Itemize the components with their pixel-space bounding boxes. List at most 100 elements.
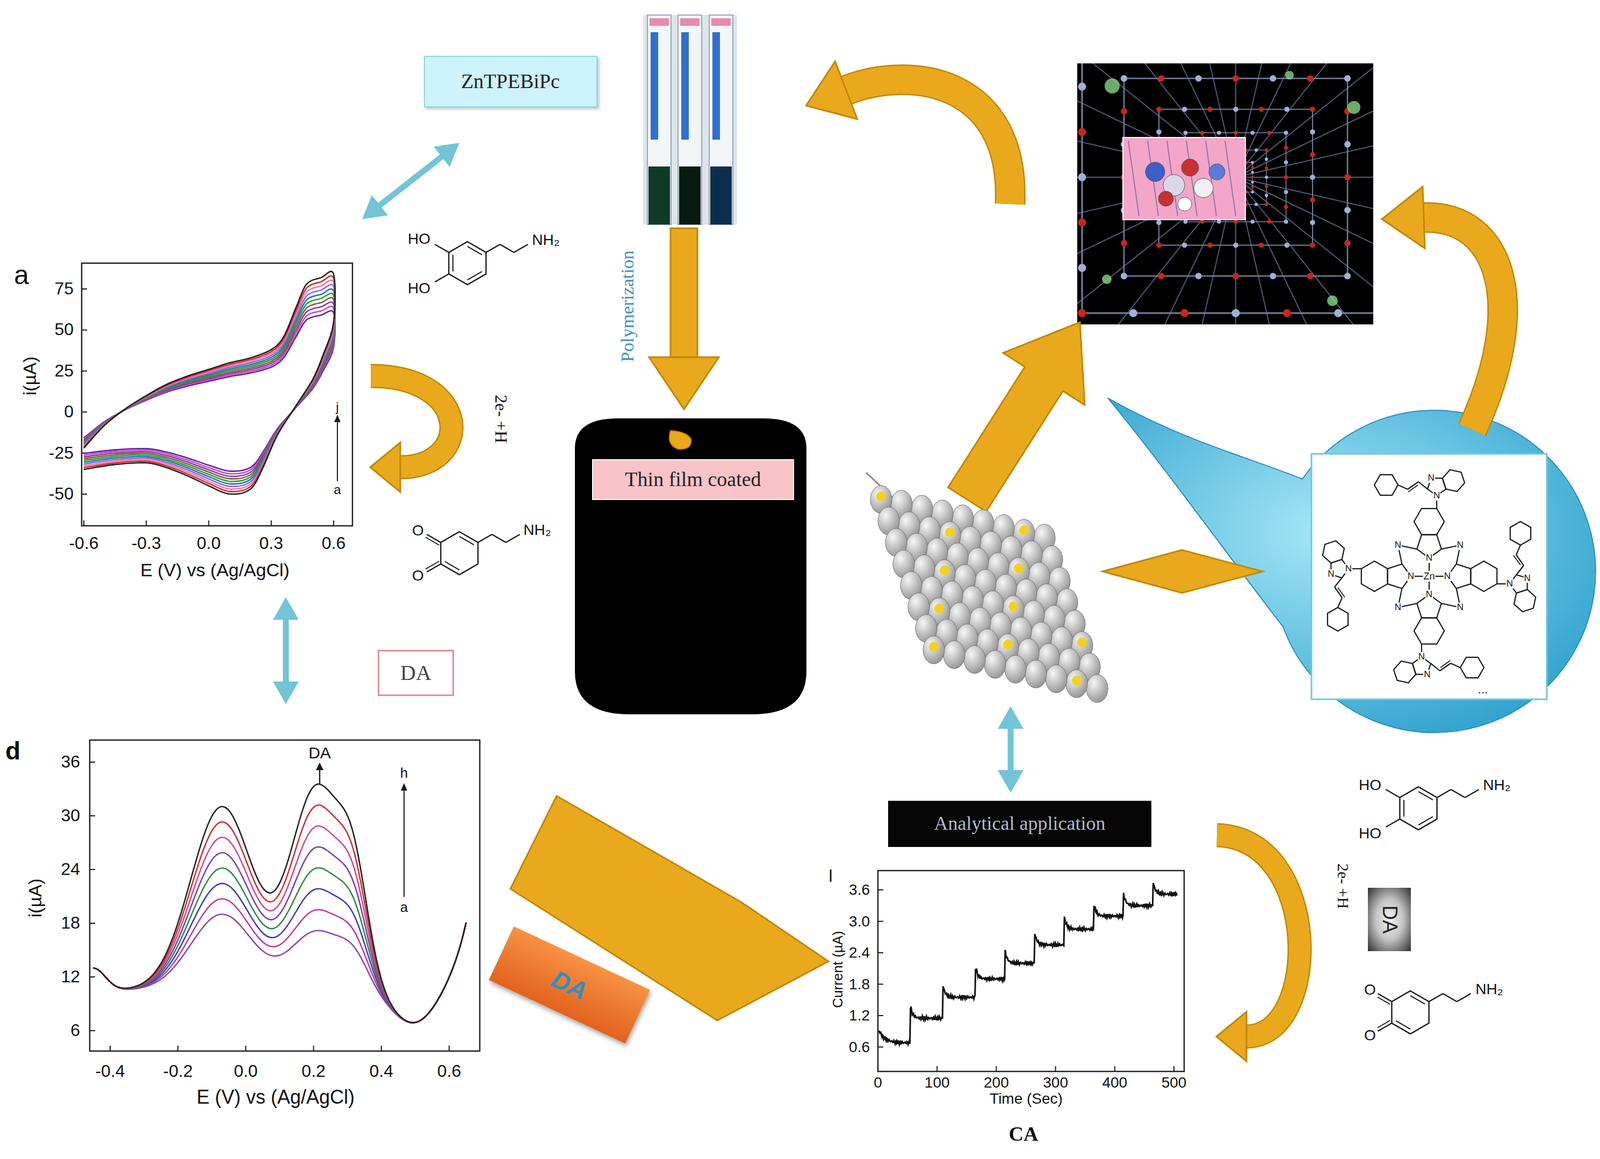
lattice-ring bbox=[1082, 63, 1374, 314]
surface-bump bbox=[1025, 660, 1047, 689]
inset-sphere bbox=[1181, 159, 1199, 177]
arrow-head bbox=[805, 61, 857, 119]
atom-label: N bbox=[1443, 571, 1452, 582]
plot-frame bbox=[89, 740, 480, 1052]
lattice-atom bbox=[1216, 219, 1222, 225]
double-bond bbox=[1440, 660, 1451, 668]
lattice-bond bbox=[1235, 177, 1374, 322]
lattice-atom bbox=[1264, 148, 1268, 152]
series-letter: a bbox=[398, 899, 410, 916]
lattice-bond bbox=[1235, 177, 1374, 252]
arrow-head bbox=[334, 414, 341, 423]
lattice-atom bbox=[1251, 161, 1254, 164]
tick-mark bbox=[81, 493, 88, 495]
lattice-bond bbox=[1235, 176, 1374, 178]
cv-curve bbox=[83, 297, 336, 479]
tube-solution bbox=[710, 166, 732, 225]
atom-label: N bbox=[1505, 579, 1514, 589]
axis-title: Current (µA) bbox=[830, 929, 846, 1011]
atom-label: N bbox=[1426, 473, 1435, 484]
plot-frame bbox=[877, 870, 1185, 1072]
tick-label: 25 bbox=[52, 361, 76, 381]
arrow-head bbox=[370, 442, 401, 493]
dpv-curve bbox=[93, 914, 467, 1023]
tick-mark bbox=[877, 889, 884, 891]
quinone-structure bbox=[1375, 991, 1471, 1035]
curved-arrow bbox=[1423, 217, 1503, 430]
lattice-atom bbox=[1251, 181, 1254, 184]
atom-label: O bbox=[1362, 1027, 1378, 1044]
glow-spot bbox=[1347, 101, 1361, 114]
double-bond bbox=[1403, 800, 1405, 817]
bond-line bbox=[506, 534, 521, 543]
curved-arrow-edge bbox=[846, 80, 1011, 205]
double-bond bbox=[1375, 1020, 1390, 1029]
double-bond bbox=[467, 271, 482, 281]
tube-cap bbox=[680, 18, 700, 26]
dpv-curve bbox=[93, 868, 467, 1023]
dpv-curve bbox=[93, 847, 467, 1023]
lattice-bond bbox=[1235, 177, 1374, 325]
tick-mark bbox=[81, 329, 88, 331]
lattice-atom bbox=[1309, 197, 1316, 203]
benzimidazole-ring bbox=[1322, 541, 1345, 564]
lattice-bond bbox=[1235, 63, 1374, 178]
double-bond bbox=[424, 561, 439, 570]
tick-mark bbox=[313, 1046, 315, 1052]
bond-line bbox=[1377, 993, 1392, 1003]
series-letter: h bbox=[398, 765, 410, 782]
tick-label: 6 bbox=[68, 1021, 82, 1041]
series-letter: j bbox=[334, 399, 341, 415]
lattice-atom bbox=[1264, 157, 1268, 161]
benzimidazole-ring bbox=[1393, 661, 1416, 683]
lattice-atom bbox=[1078, 263, 1087, 272]
structure-frame bbox=[1311, 453, 1547, 700]
benzo-ring bbox=[1414, 508, 1445, 536]
bond-line bbox=[1418, 481, 1428, 490]
series-arrow bbox=[336, 419, 338, 482]
tick-label: 2.4 bbox=[847, 944, 872, 962]
lattice-atom bbox=[1344, 141, 1351, 148]
tube-label bbox=[650, 32, 659, 140]
lattice-atom bbox=[1258, 242, 1265, 249]
bond-line bbox=[1337, 597, 1343, 608]
lattice-atom bbox=[1264, 203, 1268, 207]
surface-bump bbox=[1086, 674, 1108, 703]
tick-mark bbox=[89, 923, 96, 925]
lattice-atom bbox=[1284, 145, 1289, 150]
lattice-atom bbox=[1183, 219, 1188, 225]
lattice-atom bbox=[1251, 166, 1254, 169]
lattice-atom bbox=[1264, 175, 1268, 179]
curved-arrow-edge bbox=[1216, 835, 1300, 1037]
lattice-image bbox=[1077, 63, 1374, 325]
tube-cap bbox=[649, 18, 669, 26]
bond-line bbox=[426, 534, 441, 543]
lattice-atom bbox=[1251, 175, 1254, 179]
atom-label: NH₂ bbox=[1473, 981, 1505, 998]
catalyst-dot bbox=[1013, 563, 1024, 574]
block-arrow bbox=[948, 322, 1085, 513]
lattice-atom bbox=[1157, 272, 1165, 280]
bond-line bbox=[434, 274, 449, 283]
lattice-atom bbox=[1156, 242, 1162, 249]
lattice-atom bbox=[1180, 309, 1189, 318]
cv-curve bbox=[83, 306, 336, 474]
process-box: Thin film coated bbox=[592, 459, 795, 501]
atom-label: NH₂ bbox=[1481, 776, 1512, 794]
lattice-atom bbox=[1344, 206, 1351, 214]
inset-line bbox=[1224, 140, 1236, 216]
atom-label: O bbox=[1362, 981, 1378, 999]
compound-box: ZnTPEBiPc bbox=[423, 55, 598, 108]
phenyl-ring bbox=[1510, 521, 1531, 546]
dpv-curve bbox=[93, 805, 467, 1023]
lattice-atom bbox=[1250, 219, 1255, 225]
lattice-atom bbox=[1284, 190, 1289, 195]
tick-label: 0.3 bbox=[257, 534, 285, 554]
surface-bump bbox=[923, 636, 945, 665]
tick-label: 1.8 bbox=[847, 976, 872, 993]
inset-picture bbox=[1122, 137, 1246, 220]
double-bond bbox=[1418, 791, 1433, 801]
lattice-atom bbox=[1284, 160, 1289, 165]
lattice-atom bbox=[1207, 106, 1214, 113]
lattice-atom bbox=[1309, 106, 1316, 113]
